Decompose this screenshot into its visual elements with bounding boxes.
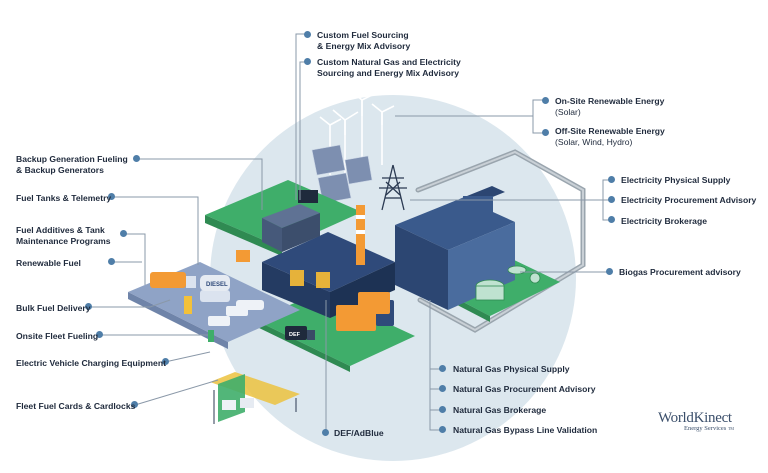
dot-fuel-tanks (108, 193, 115, 200)
dot-def-adblue (322, 429, 329, 436)
label-ng-procurement: Natural Gas Procurement Advisory (453, 384, 596, 394)
dot-ev-charging (162, 358, 169, 365)
dot-onsite-renewable (542, 97, 549, 104)
label-onsite-renewable: On-Site Renewable Energy(Solar) (555, 96, 665, 117)
dot-biogas (606, 268, 613, 275)
label-offsite-renewable: Off-Site Renewable Energy(Solar, Wind, H… (555, 126, 665, 147)
logo-name: WorldKinect (658, 410, 732, 426)
dot-onsite-fleet (96, 331, 103, 338)
wind-turbine-icon (319, 89, 395, 180)
dot-ng-physical (439, 365, 446, 372)
label-electricity-physical: Electricity Physical Supply (621, 175, 731, 185)
dot-ng-brokerage (439, 406, 446, 413)
ev-charger-icon (208, 330, 214, 342)
label-bulk-fuel: Bulk Fuel Delivery (16, 303, 91, 313)
label-biogas: Biogas Procurement advisory (619, 267, 741, 277)
transmission-tower-icon (379, 164, 407, 211)
dot-electricity-brokerage (608, 216, 615, 223)
label-def-adblue: DEF/AdBlue (334, 428, 384, 438)
dot-custom-gas-electricity (304, 58, 311, 65)
def-truck (285, 326, 315, 340)
diesel-tank (200, 275, 230, 291)
label-renewable-fuel: Renewable Fuel (16, 258, 81, 268)
label-ng-bypass: Natural Gas Bypass Line Validation (453, 425, 598, 435)
logo-tagline: Energy Services TM (684, 425, 734, 432)
dot-ng-procurement (439, 385, 446, 392)
dot-ng-bypass (439, 426, 446, 433)
label-ev-charging: Electric Vehicle Charging Equipment (16, 358, 166, 368)
dot-backup-generation (133, 155, 140, 162)
dot-custom-fuel-sourcing (304, 31, 311, 38)
dot-bulk-fuel (85, 303, 92, 310)
label-electricity-brokerage: Electricity Brokerage (621, 216, 707, 226)
label-fuel-tanks: Fuel Tanks & Telemetry (16, 193, 112, 203)
solar-panel-icon (311, 144, 373, 204)
dot-electricity-procurement (608, 196, 615, 203)
dot-offsite-renewable (542, 129, 549, 136)
storage-tank-icon (236, 250, 394, 331)
worldkinect-logo: WorldKinect Energy Services TM (658, 410, 758, 432)
def-truck-label: DEF (289, 332, 301, 338)
diesel-tank-label: DIESEL (206, 282, 228, 288)
dot-fuel-additives (120, 230, 127, 237)
fuel-truck-icon (150, 272, 264, 326)
label-onsite-fleet: Onsite Fleet Fueling (16, 331, 99, 341)
dot-fleet-cards (131, 401, 138, 408)
dot-electricity-physical (608, 176, 615, 183)
label-ng-brokerage: Natural Gas Brokerage (453, 405, 547, 415)
label-fleet-cards: Fleet Fuel Cards & Cardlocks (16, 401, 136, 411)
control-room (262, 190, 320, 252)
fuel-canopy-icon (210, 372, 300, 424)
label-ng-physical: Natural Gas Physical Supply (453, 364, 570, 374)
biogas-tanks (475, 265, 541, 301)
label-backup-generation: Backup Generation Fueling& Backup Genera… (16, 154, 128, 175)
dot-renewable-fuel (108, 258, 115, 265)
label-custom-fuel-sourcing: Custom Fuel Sourcing& Energy Mix Advisor… (317, 30, 411, 51)
label-electricity-procurement: Electricity Procurement Advisory (621, 195, 757, 205)
smokestack (356, 205, 365, 265)
central-building (262, 232, 395, 292)
